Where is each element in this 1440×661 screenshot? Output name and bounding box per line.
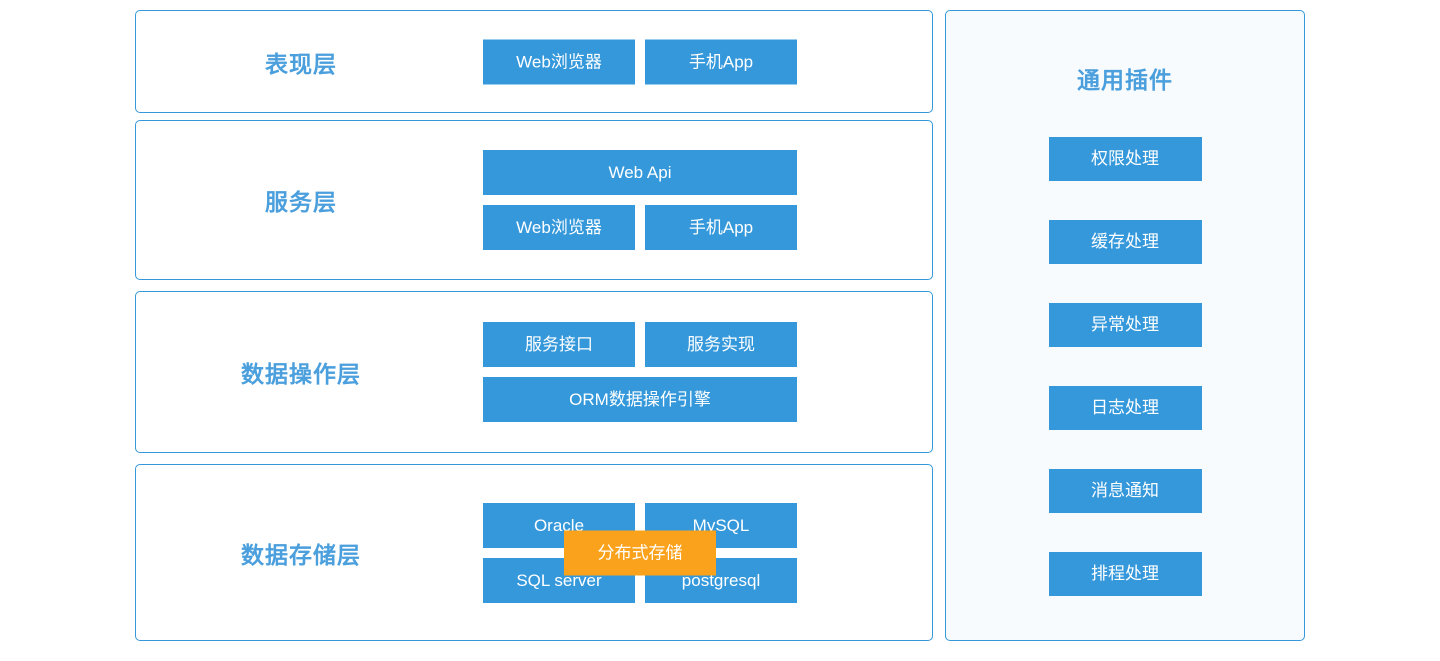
layer-box-postgresql[interactable]: postgresql	[645, 557, 797, 603]
layer-panel-data-operation[interactable]: 数据操作层 服务接口 服务实现 ORM数据操作引擎	[135, 291, 933, 453]
layer-box-oracle[interactable]: Oracle	[483, 502, 635, 548]
layer-box-orm-engine[interactable]: ORM数据操作引擎	[483, 377, 797, 422]
plugins-list: 权限处理 缓存处理 异常处理 日志处理 消息通知 排程处理	[946, 137, 1304, 596]
plugin-item-scheduling[interactable]: 排程处理	[1048, 552, 1202, 596]
plugin-item-notification[interactable]: 消息通知	[1048, 469, 1202, 513]
box-row: Web浏览器 手机App	[483, 39, 797, 84]
layer-boxes-data-operation: 服务接口 服务实现 ORM数据操作引擎	[483, 322, 797, 422]
plugins-panel[interactable]: 通用插件 权限处理 缓存处理 异常处理 日志处理 消息通知 排程处理	[945, 10, 1305, 641]
layer-title-data-storage: 数据存储层	[241, 541, 361, 568]
plugins-panel-title: 通用插件	[1077, 67, 1173, 93]
plugin-item-logging[interactable]: 日志处理	[1048, 386, 1202, 430]
plugin-item-cache[interactable]: 缓存处理	[1048, 220, 1202, 264]
layers-column: 表现层 Web浏览器 手机App 服务层 Web Api Web浏览器 手机Ap…	[135, 10, 935, 641]
box-row: 服务接口 服务实现	[483, 322, 797, 367]
layer-panel-service[interactable]: 服务层 Web Api Web浏览器 手机App	[135, 120, 933, 280]
layer-panel-data-storage[interactable]: 数据存储层 Oracle MySQL SQL server postgresql…	[135, 464, 933, 641]
layer-box-sql-server[interactable]: SQL server	[483, 557, 635, 603]
layer-box-mobile-app[interactable]: 手机App	[645, 205, 797, 250]
layer-box-mobile-app[interactable]: 手机App	[645, 39, 797, 84]
layer-title-data-operation: 数据操作层	[241, 361, 361, 387]
layer-box-web-browser[interactable]: Web浏览器	[483, 205, 635, 250]
layer-box-web-api[interactable]: Web Api	[483, 150, 797, 195]
box-row: Web Api	[483, 150, 797, 195]
layer-title-presentation: 表现层	[265, 50, 337, 77]
box-row: Web浏览器 手机App	[483, 205, 797, 250]
layer-boxes-data-storage: Oracle MySQL SQL server postgresql 分布式存储	[483, 502, 797, 603]
box-row: ORM数据操作引擎	[483, 377, 797, 422]
layer-boxes-presentation: Web浏览器 手机App	[483, 39, 797, 84]
layer-box-service-interface[interactable]: 服务接口	[483, 322, 635, 367]
layer-box-service-implementation[interactable]: 服务实现	[645, 322, 797, 367]
plugin-item-exception[interactable]: 异常处理	[1048, 303, 1202, 347]
box-row: SQL server postgresql	[483, 557, 797, 603]
layer-panel-presentation[interactable]: 表现层 Web浏览器 手机App	[135, 10, 933, 113]
layer-title-service: 服务层	[265, 189, 337, 215]
layer-boxes-service: Web Api Web浏览器 手机App	[483, 150, 797, 250]
layer-box-web-browser[interactable]: Web浏览器	[483, 39, 635, 84]
plugin-item-permission[interactable]: 权限处理	[1048, 137, 1202, 181]
overlay-box-distributed-storage[interactable]: 分布式存储	[564, 530, 716, 575]
